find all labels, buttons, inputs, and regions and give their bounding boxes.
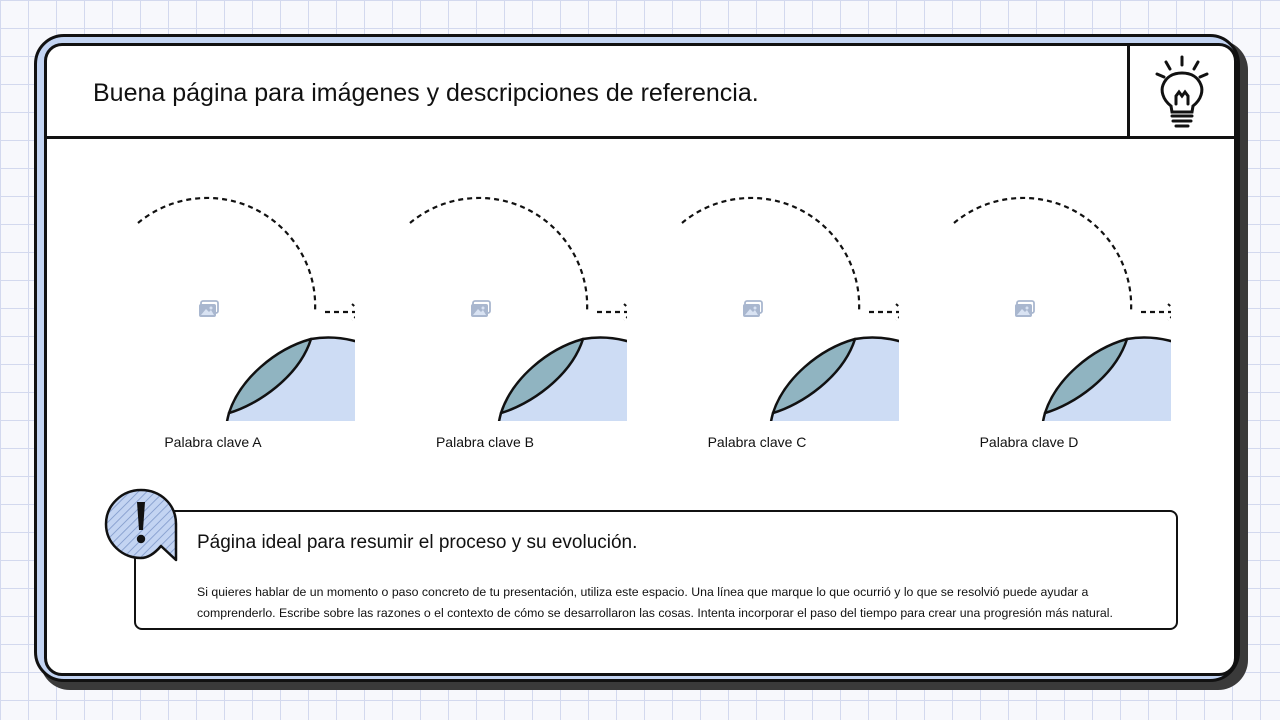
- step-label: Palabra clave C: [707, 434, 807, 450]
- step-d: Palabra clave D: [921, 191, 1171, 450]
- step-b: Palabra clave B: [377, 191, 627, 450]
- image-placeholder-icon: [471, 300, 491, 317]
- step-label: Palabra clave B: [435, 434, 535, 450]
- sticker-circle: [953, 196, 1171, 421]
- summary-title: Página ideal para resumir el proceso y s…: [197, 532, 638, 553]
- step-label: Palabra clave D: [979, 434, 1079, 450]
- header-separator: [47, 136, 1234, 139]
- step-label: Palabra clave A: [164, 434, 262, 450]
- sticker-circle: [409, 196, 627, 421]
- image-placeholder-icon: [199, 300, 219, 317]
- summary-body: Si quieres hablar de un momento o paso c…: [197, 585, 1113, 620]
- step-a: Palabra clave A: [105, 191, 355, 450]
- summary-box: [134, 510, 1178, 630]
- header-divider: [1127, 46, 1130, 138]
- slide-title: Buena página para imágenes y descripcion…: [93, 79, 759, 107]
- step-c: Palabra clave C: [649, 191, 899, 450]
- lightbulb-icon: [1155, 55, 1209, 128]
- image-placeholder-icon: [743, 300, 763, 317]
- image-placeholder-icon: [1015, 300, 1035, 317]
- exclamation-speech-bubble-icon: [104, 488, 178, 562]
- sticker-circle: [681, 196, 899, 421]
- sticker-circle: [137, 196, 355, 421]
- slide-card: Buena página para imágenes y descripcion…: [44, 43, 1237, 676]
